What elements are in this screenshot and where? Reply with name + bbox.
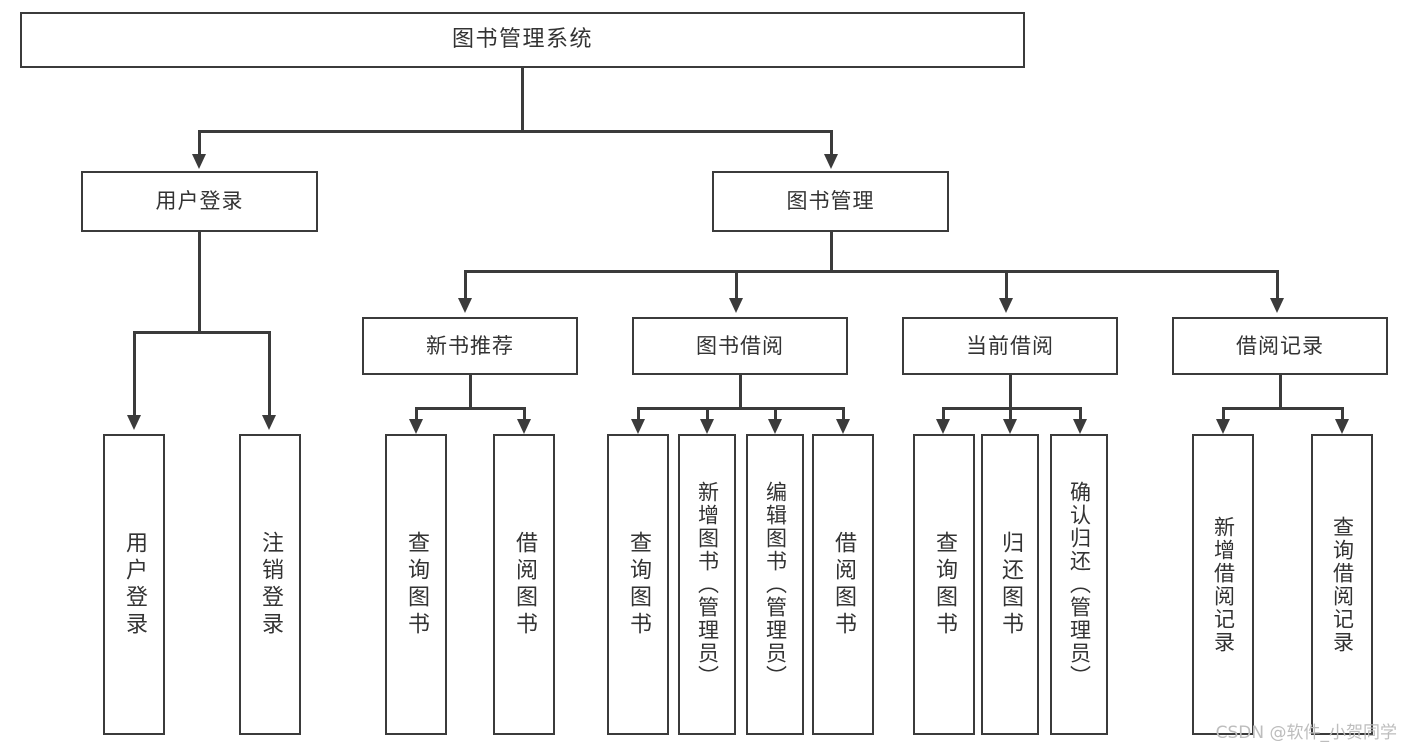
arrow-to-bb-leaf-3 [768, 419, 782, 434]
leaf-cb-return-book[interactable]: 归还图书 [981, 434, 1039, 735]
node-label: 借阅图书 [512, 530, 537, 639]
arrow-to-user-login-leaf-1 [127, 415, 141, 430]
leaf-bb-query-book[interactable]: 查询图书 [607, 434, 669, 735]
leaf-nbr-borrow-book[interactable]: 借阅图书 [493, 434, 555, 735]
leaf-bb-borrow-book[interactable]: 借阅图书 [812, 434, 874, 735]
node-label: 图书管理 [786, 189, 875, 214]
arrow-to-book-management [824, 154, 838, 169]
connector-drop-book-management [830, 130, 833, 156]
leaf-user-login[interactable]: 用户登录 [103, 434, 165, 735]
connector-book-borrow-bus [637, 407, 844, 410]
connector-drop-borrow-record [1276, 270, 1279, 300]
node-book-borrow[interactable]: 图书借阅 [632, 317, 848, 375]
node-label: 用户登录 [155, 189, 244, 214]
connector-drop-nbr-leaf-1 [415, 407, 418, 421]
connector-drop-bb-leaf-3 [774, 407, 777, 421]
node-label: 当前借阅 [966, 333, 1054, 358]
arrow-to-borrow-record [1270, 298, 1284, 313]
arrow-to-user-login-leaf-2 [262, 415, 276, 430]
connector-drop-bb-leaf-4 [842, 407, 845, 421]
leaf-br-add-record[interactable]: 新增借阅记录 [1192, 434, 1254, 735]
connector-drop-new-book-recommend [464, 270, 467, 300]
connector-drop-cb-leaf-2 [1009, 407, 1012, 421]
node-new-book-recommend[interactable]: 新书推荐 [362, 317, 578, 375]
node-label: 图书管理系统 [451, 27, 593, 53]
connector-drop-user-login-leaf-1 [133, 331, 136, 417]
node-borrow-record[interactable]: 借阅记录 [1172, 317, 1388, 375]
node-label: 新增借阅记录 [1211, 515, 1236, 654]
node-label: 查询图书 [626, 530, 651, 639]
node-label: 查询图书 [404, 530, 429, 639]
leaf-br-query-record[interactable]: 查询借阅记录 [1311, 434, 1373, 735]
connector-drop-nbr-leaf-2 [523, 407, 526, 421]
arrow-to-bb-leaf-1 [631, 419, 645, 434]
arrow-to-br-leaf-1 [1216, 419, 1230, 434]
leaf-nbr-query-book[interactable]: 查询图书 [385, 434, 447, 735]
connector-drop-cb-leaf-3 [1079, 407, 1082, 421]
node-root-book-management-system[interactable]: 图书管理系统 [20, 12, 1025, 68]
node-label: 新书推荐 [426, 333, 514, 358]
node-label: 确认归还（管理员） [1067, 481, 1092, 688]
connector-user-login-stem [198, 232, 201, 333]
connector-borrow-record-bus [1222, 407, 1341, 410]
node-user-login[interactable]: 用户登录 [81, 171, 318, 232]
leaf-bb-add-book-admin[interactable]: 新增图书（管理员） [678, 434, 736, 735]
connector-drop-current-borrow [1005, 270, 1008, 300]
connector-drop-bb-leaf-1 [637, 407, 640, 421]
node-label: 归还图书 [998, 530, 1023, 639]
node-label: 查询借阅记录 [1330, 515, 1355, 654]
connector-drop-bb-leaf-2 [706, 407, 709, 421]
connector-book-management-bus [464, 270, 1276, 273]
leaf-cb-confirm-return-admin[interactable]: 确认归还（管理员） [1050, 434, 1108, 735]
node-label: 借阅图书 [831, 530, 856, 639]
leaf-user-logout[interactable]: 注销登录 [239, 434, 301, 735]
connector-drop-cb-leaf-1 [942, 407, 945, 421]
node-label: 新增图书（管理员） [695, 481, 720, 688]
arrow-to-bb-leaf-2 [700, 419, 714, 434]
arrow-to-br-leaf-2 [1335, 419, 1349, 434]
connector-borrow-record-stem [1279, 375, 1282, 409]
connector-root-bus [198, 130, 832, 133]
arrow-to-current-borrow [999, 298, 1013, 313]
arrow-to-cb-leaf-2 [1003, 419, 1017, 434]
arrow-to-cb-leaf-1 [936, 419, 950, 434]
connector-drop-br-leaf-2 [1341, 407, 1344, 421]
node-label: 用户登录 [122, 530, 147, 639]
connector-book-management-stem [830, 232, 833, 272]
connector-drop-user-login [198, 130, 201, 156]
arrow-to-new-book-recommend [458, 298, 472, 313]
leaf-cb-query-book[interactable]: 查询图书 [913, 434, 975, 735]
arrow-to-book-borrow [729, 298, 743, 313]
connector-book-borrow-stem [739, 375, 742, 409]
node-label: 编辑图书（管理员） [763, 481, 788, 688]
connector-current-borrow-stem [1009, 375, 1012, 409]
connector-drop-user-login-leaf-2 [268, 331, 271, 417]
connector-user-login-bus [133, 331, 268, 334]
connector-root-stem [521, 68, 524, 132]
arrow-to-user-login [192, 154, 206, 169]
node-label: 查询图书 [932, 530, 957, 639]
arrow-to-cb-leaf-3 [1073, 419, 1087, 434]
node-label: 图书借阅 [696, 333, 784, 358]
csdn-watermark: CSDN @软件_小贺同学 [1215, 723, 1397, 743]
arrow-to-nbr-leaf-1 [409, 419, 423, 434]
arrow-to-nbr-leaf-2 [517, 419, 531, 434]
arrow-to-bb-leaf-4 [836, 419, 850, 434]
leaf-bb-edit-book-admin[interactable]: 编辑图书（管理员） [746, 434, 804, 735]
connector-drop-br-leaf-1 [1222, 407, 1225, 421]
connector-new-book-recommend-bus [415, 407, 523, 410]
node-book-management[interactable]: 图书管理 [712, 171, 949, 232]
node-label: 注销登录 [258, 530, 283, 639]
node-label: 借阅记录 [1236, 333, 1324, 358]
node-current-borrow[interactable]: 当前借阅 [902, 317, 1118, 375]
connector-current-borrow-bus [942, 407, 1082, 410]
connector-drop-book-borrow [735, 270, 738, 300]
connector-new-book-recommend-stem [469, 375, 472, 409]
